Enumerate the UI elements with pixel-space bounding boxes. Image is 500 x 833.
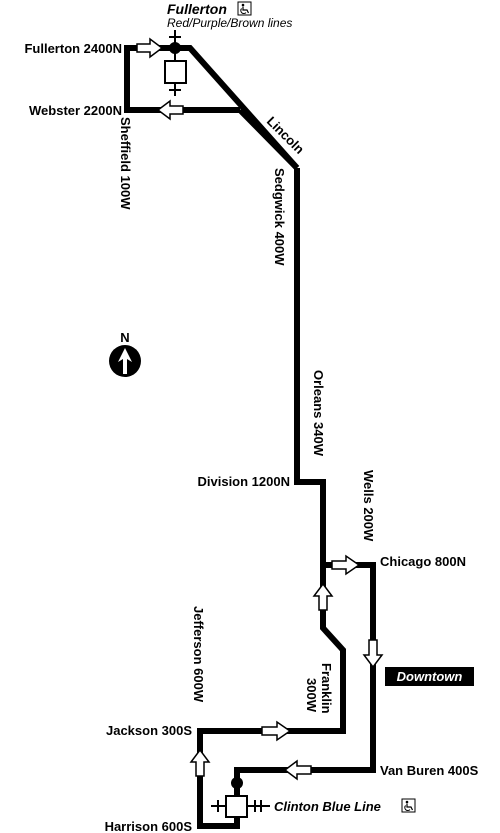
arrow-down-icon <box>362 639 384 669</box>
downtown-label: Downtown <box>397 669 463 684</box>
arrow-right-icon <box>136 37 164 59</box>
north-arrow-icon: N <box>109 330 141 377</box>
route-path <box>124 45 376 829</box>
arrow-right-icon <box>331 554 361 576</box>
street-label-fullerton: Fullerton 2400N <box>24 41 122 56</box>
street-label-chicago: Chicago 800N <box>380 554 466 569</box>
station-box <box>225 795 248 818</box>
north-arrow-letter: N <box>120 330 129 345</box>
street-label-van-buren: Van Buren 400S <box>380 763 479 778</box>
arrow-left-icon <box>283 759 312 781</box>
street-labels: Fullerton 2400N Webster 2200N Sheffield … <box>24 41 478 833</box>
downtown-badge: Downtown <box>385 667 474 686</box>
arrow-right-icon <box>261 720 292 742</box>
arrow-left-icon <box>156 99 184 121</box>
street-label-jefferson: Jefferson 600W <box>191 606 206 703</box>
street-label-jackson: Jackson 300S <box>106 723 192 738</box>
street-label-harrison: Harrison 600S <box>105 819 193 833</box>
street-label-franklin-number: 300W <box>304 678 319 713</box>
station-name: Clinton Blue Line <box>274 799 381 814</box>
station-box <box>164 60 187 84</box>
stop-dot <box>169 42 181 54</box>
clinton-station-marker <box>211 777 270 818</box>
fullerton-station-label: Fullerton Red/Purple/Brown lines <box>167 1 292 30</box>
street-label-wells: Wells 200W <box>361 470 376 542</box>
stop-dot <box>231 777 243 789</box>
arrow-up-icon <box>312 582 334 611</box>
fullerton-station-marker <box>164 30 187 96</box>
street-label-webster: Webster 2200N <box>29 103 122 118</box>
direction-arrows <box>136 37 384 781</box>
clinton-station-label: Clinton Blue Line <box>274 798 416 814</box>
street-label-sedgwick: Sedgwick 400W <box>272 168 287 266</box>
station-name: Fullerton <box>167 1 227 17</box>
street-label-orleans: Orleans 340W <box>311 370 326 457</box>
wheelchair-icon <box>237 1 252 16</box>
route-segment-sedgwick-orleans <box>294 168 326 565</box>
wheelchair-icon <box>401 798 416 813</box>
station-lines: Red/Purple/Brown lines <box>167 16 292 30</box>
route-segment-lincoln-from-webster <box>237 107 300 171</box>
route-segment-chicago-wells <box>234 562 376 783</box>
street-label-sheffield: Sheffield 100W <box>118 117 133 210</box>
arrow-up-icon <box>189 748 211 777</box>
street-label-franklin: Franklin <box>319 663 334 714</box>
street-label-division: Division 1200N <box>198 474 291 489</box>
